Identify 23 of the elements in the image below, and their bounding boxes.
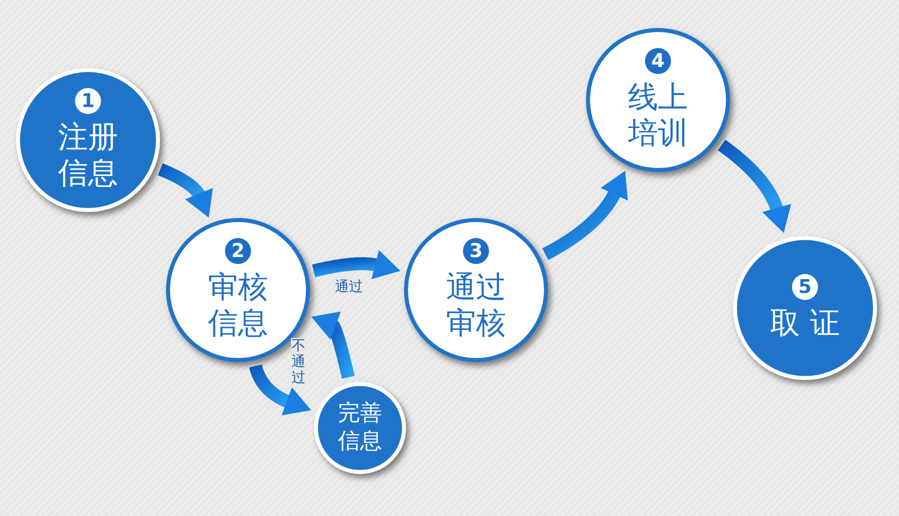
- step-label: 完善信息: [337, 400, 383, 456]
- step-label: 审核信息: [207, 270, 269, 342]
- step-label: 线上培训: [627, 80, 689, 152]
- step-number: 2: [225, 238, 251, 264]
- step-number: 4: [645, 48, 671, 74]
- step-number: 5: [792, 274, 818, 300]
- curved-arrow: [718, 140, 791, 233]
- step-label: 通过审核: [445, 270, 507, 342]
- step-number: 1: [75, 88, 101, 114]
- curved-arrow: [314, 310, 355, 379]
- step-circle: [404, 218, 548, 362]
- edge-label: 不通过: [291, 338, 306, 386]
- curved-arrow: [542, 171, 628, 260]
- step-circle: [733, 236, 877, 380]
- step-circle: [16, 68, 160, 212]
- curved-arrow: [158, 163, 212, 218]
- step-label: 取 证: [769, 306, 841, 342]
- step-label: 注册信息: [57, 120, 119, 192]
- step-number: 3: [463, 238, 489, 264]
- step-circle: [314, 382, 406, 474]
- edge-label: 通过: [335, 278, 363, 296]
- step-circle: [586, 28, 730, 172]
- curved-arrow: [312, 250, 401, 280]
